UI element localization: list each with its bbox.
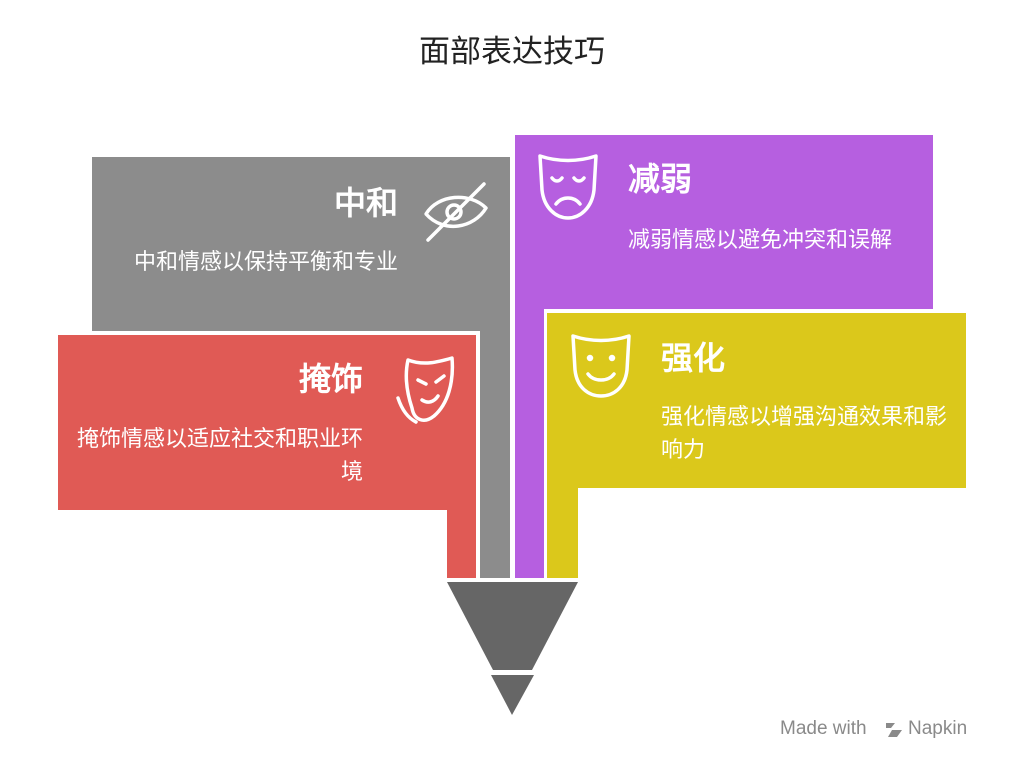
funnel-tip [491,675,534,715]
eye-off-icon [424,182,488,242]
intensify-description: 强化情感以增强沟通效果和影响力 [661,405,948,463]
napkin-logo-icon [886,723,902,737]
mask-panel [58,335,476,578]
happy-face-icon [571,334,631,398]
neutralize-heading: 中和 [333,184,398,222]
diminish-heading: 减弱 [628,160,693,198]
napkin-brand-name: Napkin [908,718,968,739]
diminish-description: 减弱情感以避免冲突和误解 [628,228,893,253]
mask-description: 掩饰情感以适应社交和职业环境 [76,427,363,485]
made-with-label: Made with [780,718,867,739]
funnel-top [447,582,578,670]
mask-icon [396,356,455,424]
mask-heading: 掩饰 [298,360,363,398]
sad-face-icon [538,154,598,220]
neutralize-description: 中和情感以保持平衡和专业 [133,250,398,275]
page-title: 面部表达技巧 [419,34,605,70]
diminish-panel [515,135,933,578]
intensify-heading: 强化 [661,339,726,377]
neutralize-panel [92,157,510,578]
intensify-panel [547,313,966,578]
